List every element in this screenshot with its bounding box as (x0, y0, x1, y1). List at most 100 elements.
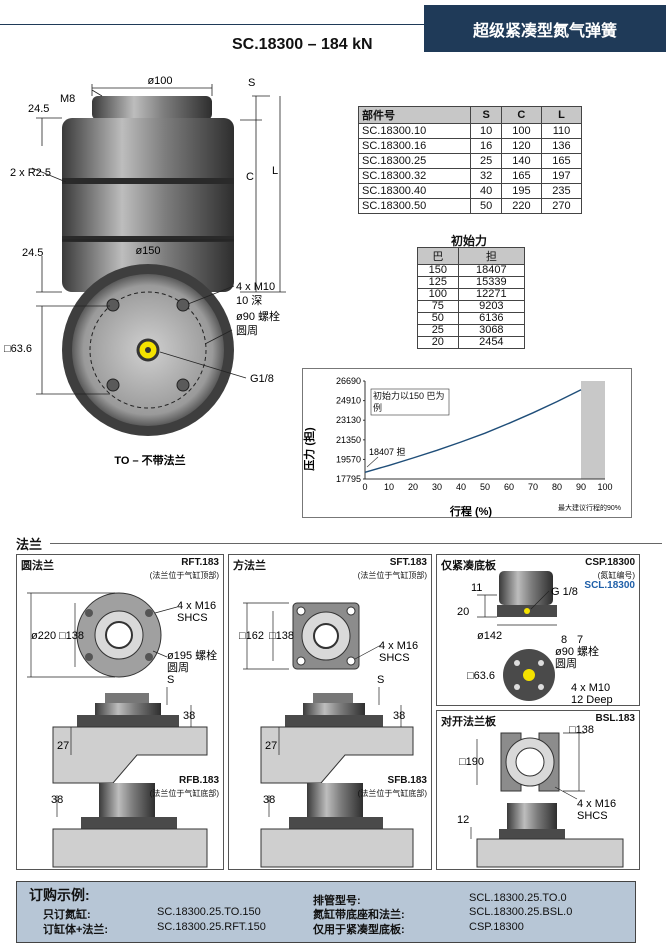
order-left-value: SC.18300.25.RFT.150 (157, 921, 266, 933)
dim-g18: G 1/8 (551, 586, 578, 598)
dim-g18: G1/8 (250, 373, 274, 385)
dim-m10: 4 x M10 (571, 682, 610, 694)
order-left-value: SC.18300.25.TO.150 (157, 906, 261, 918)
rfb-code: RFB.183 (178, 775, 219, 786)
cylinder-body (62, 118, 234, 292)
dim-s: S (248, 77, 255, 89)
s-value: 16 (470, 138, 502, 154)
to-caption: TO – 不带法兰 (114, 453, 185, 467)
x-tick-label: 20 (408, 482, 418, 492)
x-tick-label: 60 (504, 482, 514, 492)
l-value: 197 (540, 168, 583, 184)
force-value: 18407 (457, 264, 526, 277)
dim-38b: 38 (263, 794, 275, 806)
l-value: 165 (540, 153, 583, 169)
c-value: 120 (500, 138, 542, 154)
dim-shcs: SHCS (577, 810, 608, 822)
l-value: 136 (540, 138, 583, 154)
dim-m10: 4 x M10 (236, 281, 275, 293)
order-right-value: SCL.18300.25.BSL.0 (469, 906, 573, 918)
c-value: 195 (500, 183, 542, 199)
dim-deep: 12 Deep (571, 694, 613, 706)
y-tick-label: 24910 (336, 396, 361, 406)
x-tick-label: 70 (528, 482, 538, 492)
dim-circle: 圆周 (555, 657, 577, 670)
dim-d142: ø142 (477, 630, 502, 642)
csp-sub: (氮缸编号) (597, 571, 635, 580)
y-tick-label: 21350 (336, 435, 361, 445)
split-flange-title: 对开法兰板 (441, 716, 496, 728)
s-value: 32 (470, 168, 502, 184)
pressure-curve (364, 389, 582, 473)
order-right-value: SCL.18300.25.TO.0 (469, 892, 567, 904)
dim-sq: □63.6 (467, 670, 495, 682)
bsl-code: BSL.183 (595, 713, 635, 724)
s-value: 40 (470, 183, 502, 199)
chart-max-note: 最大建议行程的90% (558, 505, 622, 512)
x-tick-label: 100 (597, 482, 612, 492)
y-tick-label: 17795 (336, 474, 361, 484)
dim-m16: 4 x M16 (577, 798, 616, 810)
dim-20: 20 (457, 606, 469, 618)
bar-value: 125 (417, 276, 459, 289)
bar-value: 75 (417, 300, 459, 313)
part-number: SC.18300.25 (357, 153, 472, 169)
c-value: 220 (500, 198, 542, 214)
dim-circle: 圆周 (236, 324, 258, 337)
l-value: 110 (540, 123, 583, 139)
order-title: 订购示例: (29, 887, 90, 903)
force-header: 巴 (417, 247, 459, 265)
bar-value: 20 (417, 336, 459, 349)
order-right-value: CSP.18300 (469, 921, 524, 933)
dim-245-bot: 24.5 (22, 247, 43, 259)
order-example: 订购示例: 只订氮缸: SC.18300.25.TO.150 订缸体+法兰: S… (16, 881, 636, 943)
spec-header: C (500, 106, 542, 124)
dim-m8: M8 (60, 93, 75, 105)
cylinder-drawing: ø100 M8 S C L 24.5 2 x R2.5 24.5 ø150 4 … (4, 75, 286, 467)
y-tick-label: 26690 (336, 376, 361, 386)
x-tick-label: 10 (384, 482, 394, 492)
dim-d220: ø220 (31, 630, 56, 642)
part-number: SC.18300.50 (357, 198, 472, 214)
dim-bolt: ø90 螺栓 (555, 644, 599, 658)
order-right-label: 仅用于紧凑型底板: (313, 924, 405, 936)
spec-header: L (540, 106, 583, 124)
s-value: 25 (470, 153, 502, 169)
dim-d100: ø100 (147, 75, 172, 87)
dim-s: S (167, 674, 174, 686)
force-value: 15339 (457, 276, 526, 289)
s-value: 50 (470, 198, 502, 214)
x-axis-label: 行程 (%) (449, 504, 492, 518)
dim-r25: 2 x R2.5 (10, 167, 51, 179)
round-flange-title: 圆法兰 (21, 560, 54, 572)
y-tick-label: 19570 (336, 454, 361, 464)
dim-d162: □162 (239, 630, 264, 642)
spec-header: 部件号 (357, 106, 472, 124)
square-flange-panel: 方法兰 SFT.183 (法兰位于气缸顶部) □162 □138 4 x M16… (228, 554, 432, 870)
chart-note: 初始力以150 巴为例 (373, 391, 445, 413)
x-tick-label: 90 (576, 482, 586, 492)
dim-12: 12 (457, 814, 469, 826)
dim-d190: □190 (459, 756, 484, 768)
shaded-region (581, 381, 605, 479)
dim-11: 11 (471, 582, 482, 594)
dim-shcs: SHCS (177, 612, 208, 624)
sft-code: SFT.183 (389, 557, 427, 568)
x-tick-label: 30 (432, 482, 442, 492)
part-number: SC.18300.10 (357, 123, 472, 139)
piston-rod (92, 96, 212, 120)
dim-38: 38 (183, 710, 195, 722)
bar-value: 150 (417, 264, 459, 277)
